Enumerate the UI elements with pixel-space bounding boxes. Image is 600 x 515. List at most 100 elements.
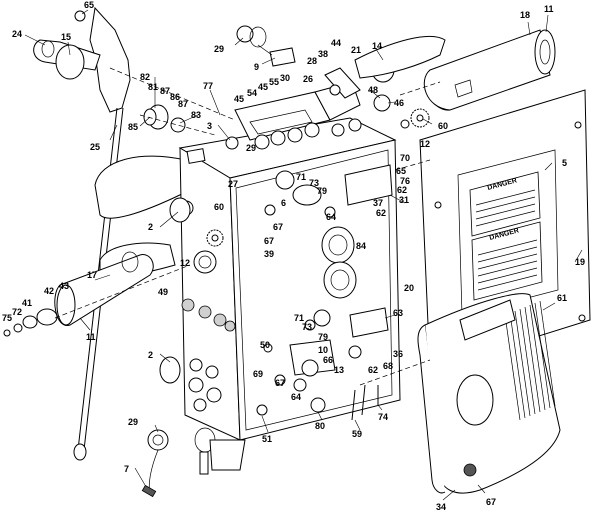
callout-55: 55 [269,77,279,87]
callout-59: 59 [352,429,362,439]
callout-79-b: 79 [318,332,328,342]
callout-49: 49 [158,287,168,297]
callout-50: 50 [260,340,270,350]
callout-14: 14 [372,41,382,51]
callout-37: 37 [373,198,383,208]
callout-45-a: 45 [258,82,268,92]
callout-27: 27 [228,179,238,189]
callout-83: 83 [191,110,201,120]
callout-2-b: 2 [148,350,153,360]
callout-64-b: 64 [291,392,301,402]
callout-2-a: 2 [148,222,153,232]
callout-21: 21 [351,45,361,55]
callout-64-a: 64 [326,212,336,222]
upper-key-assembly [236,25,296,67]
callout-12-right: 12 [420,139,430,149]
callout-86: 86 [170,92,180,102]
callout-38: 38 [318,49,328,59]
callout-12-left: 12 [180,258,190,268]
callout-67-a: 67 [273,222,283,232]
callout-68: 68 [383,361,393,371]
callout-29-mid: 29 [246,143,256,153]
callout-67-bottom: 67 [486,497,496,507]
leader-lines [24,9,583,501]
hinge-hardware [74,10,216,136]
callout-62-b: 62 [376,208,386,218]
callout-70: 70 [400,153,410,163]
top-control-panel [225,57,395,150]
upper-left-arm [33,6,131,461]
callout-29-top: 29 [214,44,224,54]
callout-62-a: 62 [397,185,407,195]
callout-3: 3 [207,121,212,131]
callout-6: 6 [281,198,286,208]
callout-71-b: 71 [294,313,304,323]
callout-41: 41 [22,298,32,308]
side-controls [159,197,236,412]
callout-75: 75 [2,313,12,323]
callout-28: 28 [307,56,317,66]
callout-62-c: 62 [368,365,378,375]
callout-26: 26 [303,74,313,84]
callout-15: 15 [61,32,71,42]
callout-29-bottom: 29 [128,417,138,427]
callout-43-a: 43 [59,281,69,291]
callout-69: 69 [253,369,263,379]
callout-66: 66 [323,355,333,365]
left-end-hardware [3,308,58,337]
internal-components [256,164,393,421]
right-handle-grip [423,29,556,111]
left-handle-grip [54,251,154,326]
rear-panel [419,89,591,371]
right-paddle [354,36,446,79]
callout-60-right: 60 [438,121,448,131]
callout-71-a: 71 [296,172,306,182]
callout-61: 61 [557,293,567,303]
callout-19: 19 [575,257,585,267]
callout-60-left: 60 [214,202,224,212]
callout-34: 34 [436,502,446,512]
callout-82: 82 [140,72,150,82]
callout-67-b: 67 [264,236,274,246]
callout-87-a: 87 [160,86,170,96]
front-cover [417,293,561,494]
callout-42: 42 [44,286,54,296]
callout-54: 54 [247,88,257,98]
callout-72: 72 [12,307,22,317]
callout-5: 5 [562,158,567,168]
callout-63: 63 [393,308,403,318]
callout-65-top: 65 [84,0,94,10]
callout-17: 17 [87,270,97,280]
callout-51: 51 [262,434,272,444]
callout-13: 13 [334,365,344,375]
callout-76: 76 [400,176,410,186]
callout-84: 84 [356,241,366,251]
heat-sink-fins [504,300,556,421]
right-sprocket [400,108,430,129]
callout-85: 85 [128,122,138,132]
callout-65-right: 65 [396,166,406,176]
callout-24: 24 [12,29,22,39]
callout-45-b: 45 [234,94,244,104]
callout-7: 7 [124,464,129,474]
callout-73-a: 73 [309,178,319,188]
callout-39: 39 [264,249,274,259]
callout-labels: 65 24 15 18 11 29 9 44 38 28 21 14 77 82… [2,0,585,512]
callout-31: 31 [399,195,409,205]
callout-9: 9 [254,62,259,72]
callout-11-left: 11 [86,332,96,342]
callout-81: 81 [148,82,158,92]
lower-key-assembly [141,427,246,498]
callout-79-a: 79 [317,186,327,196]
callout-10: 10 [318,345,328,355]
callout-74: 74 [378,412,388,422]
callout-73-b: 73 [302,322,312,332]
callout-30: 30 [280,73,290,83]
callout-44: 44 [331,38,341,48]
callout-87-b: 87 [178,99,188,109]
callout-36: 36 [393,349,403,359]
callout-18: 18 [520,10,530,20]
callout-67-c: 67 [275,378,285,388]
callout-48: 48 [368,85,378,95]
